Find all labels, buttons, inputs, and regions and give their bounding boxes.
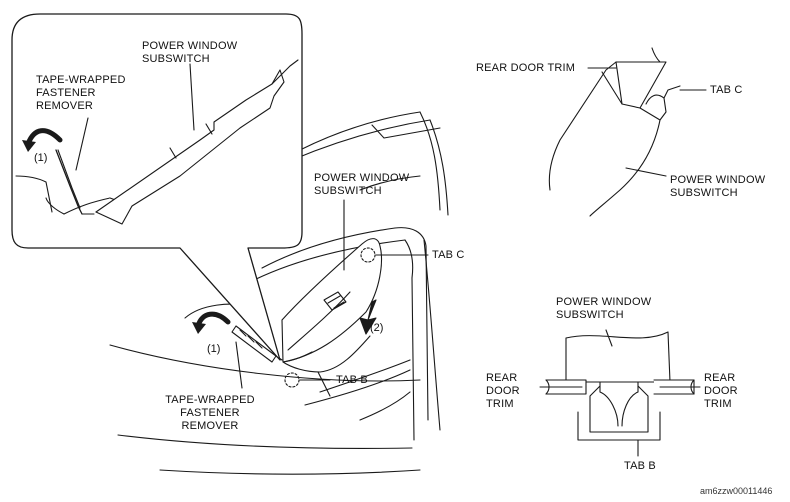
tabc-rear-door-trim-label: REAR DOOR TRIM [476, 62, 576, 74]
main-step2-label: (2) [370, 322, 384, 334]
tabc-tab-c-label: TAB C [710, 84, 743, 96]
main-step1-label: (1) [207, 343, 221, 355]
figure-code: am6zzw00011446 [700, 486, 773, 496]
detail-callout [11, 13, 303, 361]
tab-b-cross-section [539, 329, 701, 457]
tab-c-marker-main [360, 247, 376, 263]
tabb-tab-b-label: TAB B [624, 460, 656, 472]
tabc-subswitch-label: POWER WINDOW SUBSWITCH [670, 174, 766, 199]
arrow-step2-main [359, 299, 377, 335]
tabb-rear-door-trim-left-label: REAR DOOR TRIM [486, 372, 520, 410]
detail-step1-label: (1) [34, 152, 48, 164]
tabb-subswitch-label: POWER WINDOW SUBSWITCH [556, 296, 652, 321]
main-tab-b-label: TAB B [336, 374, 368, 386]
detail-subswitch-label: POWER WINDOW SUBSWITCH [142, 40, 238, 65]
door-panel-sketch [109, 111, 449, 475]
main-tab-c-label: TAB C [432, 249, 465, 261]
tabb-rear-door-trim-right-label: REAR DOOR TRIM [704, 372, 738, 410]
subswitch-body-main [281, 238, 383, 363]
detail-remover-label: TAPE-WRAPPED FASTENER REMOVER [36, 74, 126, 112]
remover-tool-main [231, 325, 283, 363]
tab-b-marker-main [284, 372, 300, 388]
tab-c-cross-section [548, 47, 707, 217]
main-subswitch-label: POWER WINDOW SUBSWITCH [314, 172, 410, 197]
main-remover-label: TAPE-WRAPPED FASTENER REMOVER [165, 394, 255, 432]
